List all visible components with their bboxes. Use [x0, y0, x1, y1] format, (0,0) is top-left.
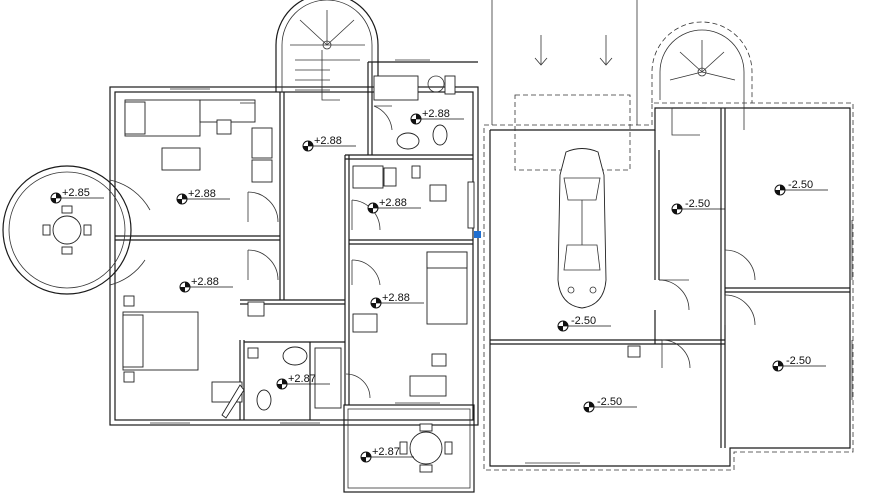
elevation-marker-bedroom-3: +2.88 — [370, 292, 424, 309]
toilet — [256, 389, 272, 411]
elevation-marker-dining-terrace: +2.87 — [360, 446, 414, 463]
elevation-label: -2.50 — [786, 355, 811, 367]
bedroom-1-furniture — [124, 99, 279, 223]
elevation-marker-stair-landing: +2.88 — [302, 135, 356, 152]
round-table — [409, 431, 443, 465]
elevation-marker-bedroom-2: +2.88 — [179, 276, 233, 293]
elevation-label: +2.88 — [188, 188, 216, 200]
bedroom-3-furniture — [351, 251, 468, 397]
elevation-label: -2.50 — [788, 179, 813, 191]
connection-marker — [474, 231, 481, 238]
bathtub — [314, 347, 342, 409]
elevation-marker-garage-lower: -2.50 — [583, 396, 637, 413]
elevation-marker-garage-room-se: -2.50 — [772, 355, 826, 372]
elevation-label: -2.50 — [597, 396, 622, 408]
elevation-label: +2.88 — [382, 292, 410, 304]
bathroom-2 — [221, 346, 371, 419]
sink — [282, 346, 308, 366]
elevation-label: +2.87 — [372, 446, 400, 458]
elevation-marker-bathroom-2: +2.87 — [276, 373, 330, 390]
dining-terrace — [343, 404, 475, 493]
bedroom-2-furniture — [122, 249, 279, 403]
bathtub — [373, 75, 419, 101]
spiral-staircase-garage — [651, 21, 753, 136]
elevation-marker-garage-room-ne: -2.50 — [774, 179, 828, 196]
elevation-label: +2.88 — [314, 135, 342, 147]
garage-outline — [483, 0, 854, 471]
elevation-marker-garage-hall: -2.50 — [671, 198, 725, 215]
round-terrace — [2, 165, 151, 295]
desk — [161, 147, 201, 171]
elevation-label: +2.88 — [422, 108, 450, 120]
house-outline — [109, 61, 479, 426]
car — [557, 148, 607, 309]
elevation-marker-top-bathroom: +2.88 — [410, 108, 464, 125]
round-table — [52, 215, 82, 245]
elevation-label: +2.85 — [62, 187, 90, 199]
elevation-marker-garage-car: -2.50 — [557, 315, 611, 332]
laundry-room — [351, 165, 475, 231]
elevation-label: +2.87 — [288, 373, 316, 385]
elevation-label: +2.88 — [379, 197, 407, 209]
elevation-marker-bedroom-1: +2.88 — [176, 188, 230, 205]
top-bathroom — [373, 75, 456, 150]
window-marks — [150, 59, 440, 424]
drive-arrows — [534, 35, 613, 66]
elevation-label: +2.88 — [191, 276, 219, 288]
spiral-staircase-main — [275, 0, 379, 101]
elevation-marker-laundry: +2.88 — [367, 197, 421, 214]
elevation-label: -2.50 — [685, 198, 710, 210]
sink — [396, 132, 420, 150]
elevation-label: -2.50 — [571, 315, 596, 327]
toilet — [432, 124, 448, 146]
elevation-marker-round-terrace: +2.85 — [50, 187, 104, 204]
garage-doors — [627, 220, 853, 400]
